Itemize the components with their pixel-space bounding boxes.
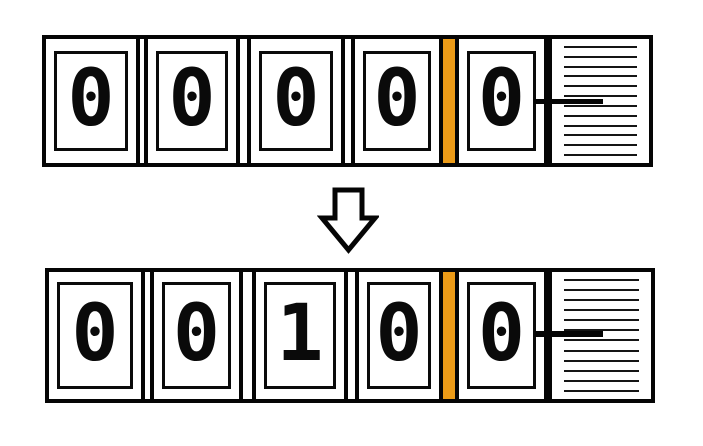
hatch-line: [564, 95, 637, 98]
digit: 0: [71, 288, 119, 379]
digit-window: 0: [162, 282, 231, 389]
hatch-line: [564, 309, 639, 312]
digit-cell: 0: [455, 39, 548, 163]
digit-window: 0: [54, 51, 128, 151]
digit-window: 0: [467, 282, 536, 389]
digit-window: 0: [367, 282, 431, 389]
digit-cell: 0: [150, 272, 243, 399]
hatch-line: [564, 114, 637, 117]
digit-cell: 0: [46, 39, 140, 163]
digit-window: 1: [264, 282, 336, 389]
digit-window: 0: [156, 51, 228, 151]
counter-after-row: 0 0 1 0 0: [45, 268, 655, 403]
hatch-line: [564, 359, 639, 362]
hatch-line: [564, 65, 637, 68]
hatch-line: [564, 85, 637, 88]
hatch-line: [564, 104, 637, 107]
pointer-line: [534, 99, 603, 104]
hatch-line: [564, 124, 637, 127]
hatch-line: [564, 55, 637, 58]
digit-window: 0: [467, 51, 536, 151]
pointer-line: [535, 331, 603, 337]
digit-cell: 0: [49, 272, 145, 399]
hatch-line: [564, 369, 639, 372]
digit-window: 0: [363, 51, 431, 151]
digit-cell: 0: [247, 39, 345, 163]
hatch-line: [564, 153, 637, 156]
hatch-line: [564, 144, 637, 147]
counter-before-row: 0 0 0 0 0: [42, 35, 653, 167]
digit-window: 0: [57, 282, 133, 389]
digit-cell: 1: [252, 272, 348, 399]
hatch-line: [564, 134, 637, 137]
digit-window: 0: [259, 51, 333, 151]
digit: 0: [272, 54, 320, 144]
digit: 0: [478, 54, 525, 144]
digit: 0: [173, 288, 220, 379]
hatch-line: [564, 289, 639, 292]
hatch-line: [564, 379, 639, 382]
digit: 1: [276, 288, 324, 379]
digit-cell: 0: [351, 39, 443, 163]
digit: 0: [67, 54, 115, 144]
hatch-line: [564, 46, 637, 48]
horizontal-hatch-lines: [564, 279, 639, 392]
hatch-line: [564, 279, 639, 281]
horizontal-hatch-lines: [564, 46, 637, 156]
hatch-line: [564, 75, 637, 78]
digit: 0: [478, 288, 525, 379]
digit: 0: [168, 54, 216, 144]
down-arrow-icon: [316, 187, 381, 255]
digit-cell: 0: [455, 272, 548, 399]
orange-separator-bar: [443, 272, 455, 399]
orange-separator-bar: [443, 39, 455, 163]
digit: 0: [375, 288, 423, 379]
digit-cell: 0: [355, 272, 443, 399]
hatch-line: [564, 329, 639, 332]
hatch-line: [564, 339, 639, 342]
hatch-line: [564, 319, 639, 322]
hatch-line: [564, 299, 639, 302]
digit: 0: [373, 54, 421, 144]
digit-cell: 0: [144, 39, 240, 163]
hatch-line: [564, 349, 639, 352]
hatch-line: [564, 389, 639, 392]
